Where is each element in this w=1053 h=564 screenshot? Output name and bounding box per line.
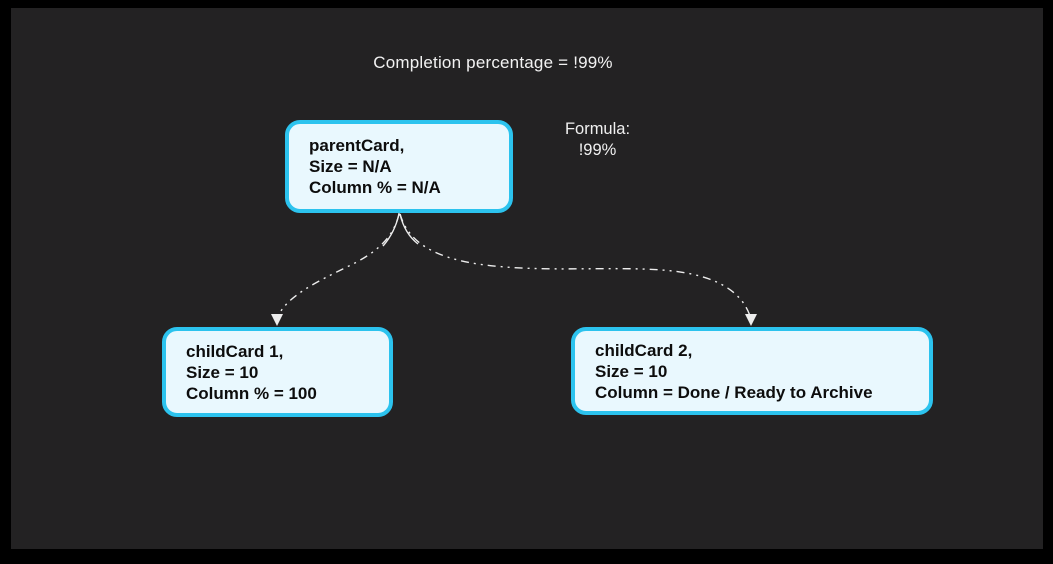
diagram-title: Completion percentage = !99% <box>373 53 613 72</box>
node-parentcard-column: Column % = N/A <box>309 178 441 197</box>
node-childcard-2: childCard 2, Size = 10 Column = Done / R… <box>571 327 933 415</box>
node-childcard-1-size: Size = 10 <box>186 362 259 382</box>
node-childcard-2-size: Size = 10 <box>595 361 668 381</box>
node-childcard-1-column: Column % = 100 <box>186 383 317 403</box>
node-childcard-2-column: Column = Done / Ready to Archive <box>595 382 873 402</box>
node-parentcard-size: Size = N/A <box>309 157 392 176</box>
node-childcard-1-title: childCard 1, <box>186 341 284 361</box>
canvas-background <box>11 8 1043 549</box>
formula-label-line1: Formula: <box>564 120 631 138</box>
formula-label-line2: !99% <box>578 141 617 159</box>
node-childcard-2-title: childCard 2, <box>595 340 693 360</box>
node-parentcard: parentCard, Size = N/A Column % = N/A <box>285 120 513 213</box>
formula-label: Formula: !99% <box>520 119 675 161</box>
node-childcard-1: childCard 1, Size = 10 Column % = 100 <box>162 327 393 417</box>
node-parentcard-title: parentCard, <box>309 136 405 155</box>
